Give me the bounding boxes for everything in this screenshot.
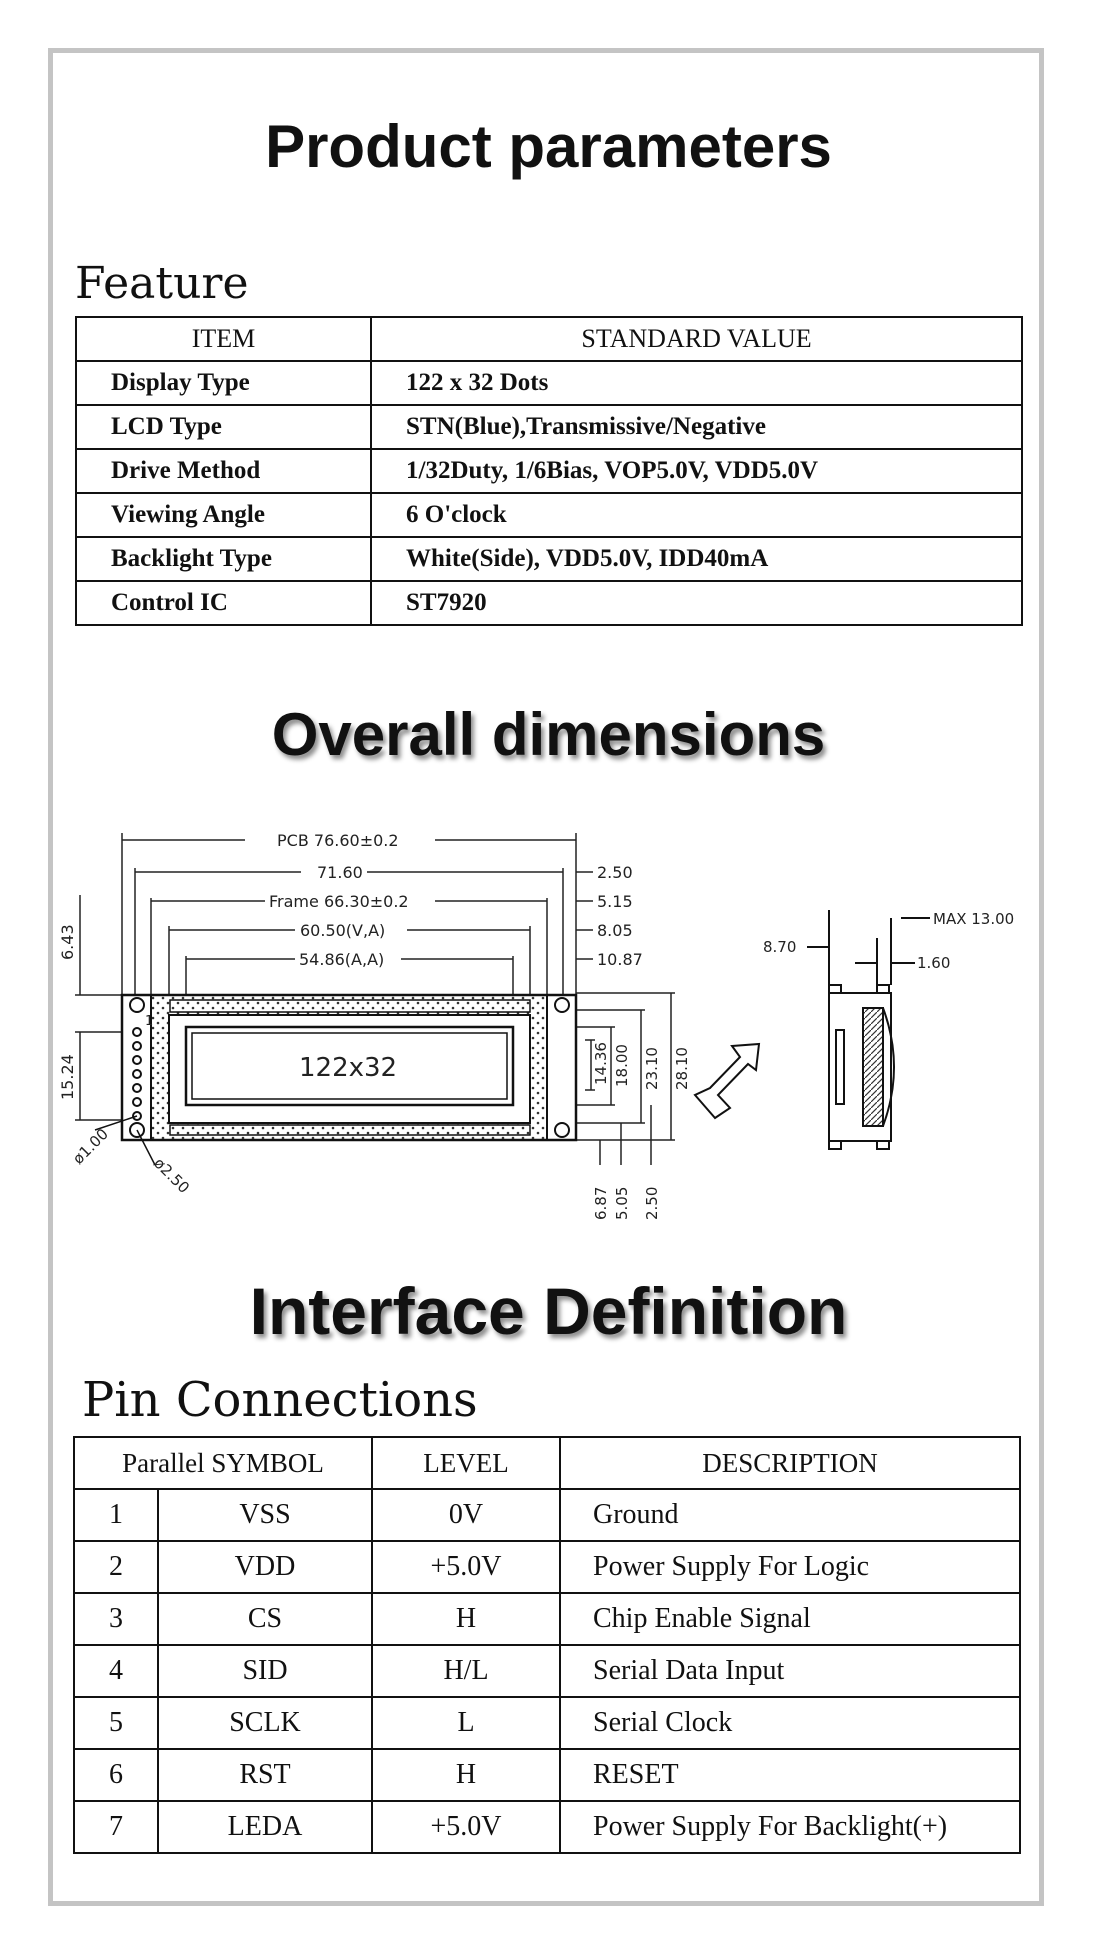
feature-value: 1/32Duty, 1/6Bias, VOP5.0V, VDD5.0V <box>370 448 1023 494</box>
pin-connections-heading: Pin Connections <box>82 1372 478 1428</box>
pin-description: Chip Enable Signal <box>559 1592 1021 1646</box>
pin-symbol: VSS <box>157 1488 373 1542</box>
pin-number: 3 <box>73 1592 159 1646</box>
page-frame <box>48 48 1044 1906</box>
top-dimension-lines <box>75 833 675 1165</box>
column-header-item: ITEM <box>75 316 372 362</box>
pin-number: 1 <box>73 1488 159 1542</box>
column-header-description: DESCRIPTION <box>559 1436 1021 1490</box>
dim-label-va: 60.50(V,A) <box>300 921 385 940</box>
dim-label-23-10: 23.10 <box>643 1047 661 1090</box>
dim-label-max-13: MAX 13.00 <box>933 910 1014 928</box>
dim-label-8-05: 8.05 <box>597 921 633 940</box>
pin-symbol: CS <box>157 1592 373 1646</box>
pin-number: 4 <box>73 1644 159 1698</box>
pin-symbol: LEDA <box>157 1800 373 1854</box>
pin-level: H <box>371 1748 561 1802</box>
pin-description: Power Supply For Backlight(+) <box>559 1800 1021 1854</box>
pin-number: 2 <box>73 1540 159 1594</box>
dim-label-18-00: 18.00 <box>613 1044 631 1087</box>
pin-symbol: SCLK <box>157 1696 373 1750</box>
dim-label-2-50: 2.50 <box>597 863 633 882</box>
feature-heading: Feature <box>75 258 249 309</box>
pin-description: Serial Clock <box>559 1696 1021 1750</box>
feature-item: Control IC <box>75 580 372 626</box>
feature-item: Backlight Type <box>75 536 372 582</box>
dim-label-6-43: 6.43 <box>58 924 77 960</box>
feature-value: 122 x 32 Dots <box>370 360 1023 406</box>
pin-level: H <box>371 1592 561 1646</box>
feature-item: Viewing Angle <box>75 492 372 538</box>
pin-level: 0V <box>371 1488 561 1542</box>
pcb-outline <box>94 993 578 1166</box>
feature-item: LCD Type <box>75 404 372 450</box>
pin-1-marker: 1 <box>145 1014 153 1029</box>
dim-label-8-70: 8.70 <box>763 938 796 956</box>
dim-label-1-60: 1.60 <box>917 954 950 972</box>
feature-header-row: ITEM STANDARD VALUE <box>75 316 1023 362</box>
pin-level: +5.0V <box>371 1540 561 1594</box>
dim-label-10-87: 10.87 <box>597 950 643 969</box>
dim-label-6-87: 6.87 <box>592 1187 610 1220</box>
dim-label-hole-2-50: ø2.50 <box>150 1154 193 1197</box>
dim-label-2-50-bottom: 2.50 <box>643 1187 661 1220</box>
dim-label-14-36: 14.36 <box>592 1042 610 1085</box>
dim-label-hole-1-00: ø1.00 <box>69 1125 112 1168</box>
interface-heading: Interface Definition <box>249 1274 848 1348</box>
dim-label-15-24: 15.24 <box>58 1054 77 1100</box>
dimensions-heading: Overall dimensions <box>271 701 826 768</box>
dim-label-71-60: 71.60 <box>317 863 363 882</box>
feature-item: Drive Method <box>75 448 372 494</box>
pin-number: 7 <box>73 1800 159 1854</box>
dim-label-5-05: 5.05 <box>613 1187 631 1220</box>
dim-label-frame: Frame 66.30±0.2 <box>269 892 409 911</box>
page-title: Product parameters <box>265 113 832 180</box>
pin-symbol: VDD <box>157 1540 373 1594</box>
dim-label-5-15: 5.15 <box>597 892 633 911</box>
feature-value: STN(Blue),Transmissive/Negative <box>370 404 1023 450</box>
dim-label-pcb: PCB 76.60±0.2 <box>277 831 399 850</box>
dimension-drawing: PCB 76.60±0.2 71.60 Frame 66.30±0.2 60.5… <box>58 831 1014 1220</box>
pin-level: +5.0V <box>371 1800 561 1854</box>
feature-item: Display Type <box>75 360 372 406</box>
dim-label-28-10: 28.10 <box>673 1047 691 1090</box>
column-header-symbol: Parallel SYMBOL <box>73 1436 373 1490</box>
feature-value: ST7920 <box>370 580 1023 626</box>
dim-label-aa: 54.86(A,A) <box>299 950 384 969</box>
pin-number: 5 <box>73 1696 159 1750</box>
pin-symbol: SID <box>157 1644 373 1698</box>
lcd-text: 122x32 <box>299 1053 397 1083</box>
pin-number: 6 <box>73 1748 159 1802</box>
pin-symbol: RST <box>157 1748 373 1802</box>
pin-header-row: Parallel SYMBOL LEVEL DESCRIPTION <box>73 1436 1021 1490</box>
pin-description: RESET <box>559 1748 1021 1802</box>
pin-description: Ground <box>559 1488 1021 1542</box>
feature-value: 6 O'clock <box>370 492 1023 538</box>
pin-level: H/L <box>371 1644 561 1698</box>
feature-value: White(Side), VDD5.0V, IDD40mA <box>370 536 1023 582</box>
column-header-standard-value: STANDARD VALUE <box>370 316 1023 362</box>
side-view <box>807 910 930 1150</box>
view-direction-arrow-icon <box>693 1042 761 1120</box>
pin-description: Serial Data Input <box>559 1644 1021 1698</box>
pin-description: Power Supply For Logic <box>559 1540 1021 1594</box>
pin-level: L <box>371 1696 561 1750</box>
column-header-level: LEVEL <box>371 1436 561 1490</box>
